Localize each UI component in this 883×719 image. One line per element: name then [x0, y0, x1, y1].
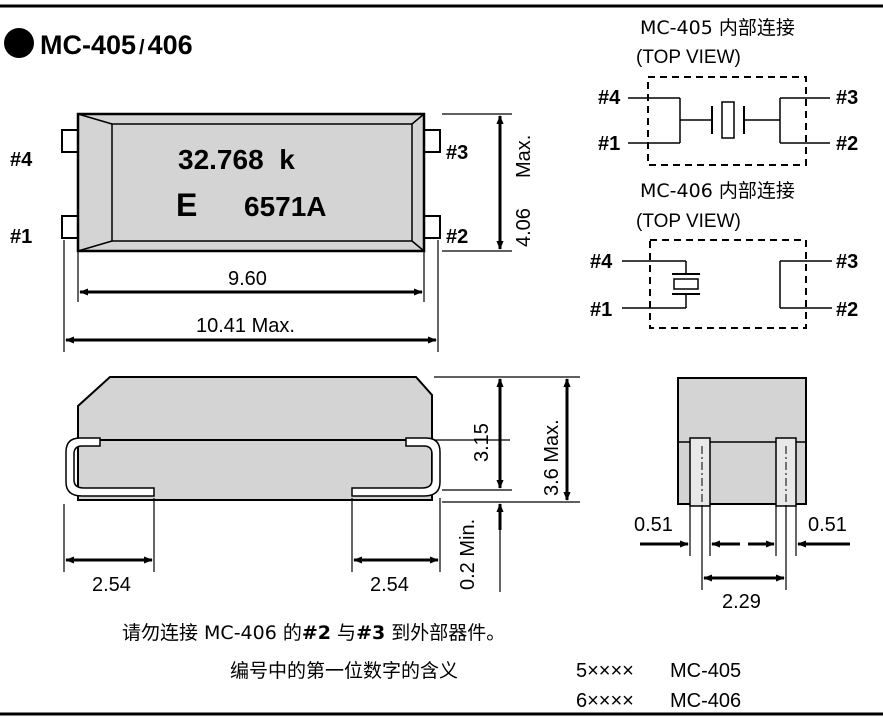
code-5-model: MC-405	[670, 660, 741, 682]
mc406-title: MC-406 内部连接	[640, 180, 795, 202]
mc405-crystal-icon	[721, 101, 735, 139]
side-right-lead	[351, 437, 441, 497]
mc405-pin-1: #1	[598, 133, 620, 155]
dim-pad-right-value: 2.54	[370, 574, 409, 596]
mc406-crystal-icon	[673, 278, 699, 290]
mc405-package-outline	[647, 76, 807, 166]
pin-4-pad	[61, 129, 80, 153]
marking-lot-code: 6571A	[244, 191, 327, 222]
mc406-package-outline	[649, 239, 807, 329]
dim-pad-left-value: 2.54	[92, 574, 131, 596]
dim-body-width-value: 9.60	[228, 268, 267, 290]
mc406-view-label: (TOP VIEW)	[636, 211, 741, 232]
mc405-view-label: (TOP VIEW)	[636, 47, 741, 68]
top-pin-label-1: #1	[10, 226, 32, 248]
mc406-pin-4: #4	[590, 251, 613, 273]
top-pin-label-4: #4	[10, 149, 33, 171]
page-title: MC-405/406	[40, 30, 193, 60]
dim-pitch-value: 2.29	[722, 591, 761, 613]
marking-frequency: 32.768 k	[178, 144, 295, 175]
side-left-lead	[65, 437, 155, 497]
mc405-pin-3: #3	[836, 87, 858, 109]
mc406-pin-1: #1	[590, 299, 612, 321]
mc406-pin-3: #3	[836, 251, 858, 273]
side-body-upper	[77, 376, 433, 441]
mc405-pin-4: #4	[598, 87, 621, 109]
dim-height-value: 4.06	[513, 208, 535, 247]
code-6-prefix: 6××××	[576, 690, 634, 712]
pin-1-pad	[61, 215, 80, 239]
mc405-connection-diagram: MC-405 内部连接 (TOP VIEW) #4 #1 #3 #2	[598, 17, 858, 166]
mc405-pin-2: #2	[836, 133, 858, 155]
end-lead-left	[689, 437, 711, 507]
dim-lead-right-value: 0.51	[808, 514, 847, 536]
dim-height-suffix: Max.	[513, 135, 535, 178]
package-inner-face	[111, 123, 413, 242]
code-6-model: MC-406	[670, 690, 741, 712]
code-5-prefix: 5××××	[576, 660, 634, 682]
dim-lead-left-value: 0.51	[634, 514, 673, 536]
dim-overall-width-value: 10.41 Max.	[196, 315, 295, 337]
pin-2-pad	[422, 215, 441, 239]
mc406-pin-2: #2	[836, 299, 858, 321]
top-view: 32.768 k E 6571A #4 #1 #3 #2 4.06 Max. 9…	[10, 112, 535, 352]
mc406-connection-diagram: MC-406 内部连接 (TOP VIEW) #4 #1 #3 #2	[590, 180, 858, 329]
top-pin-label-3: #3	[446, 142, 468, 164]
dim-02-value: 0.2 Min.	[457, 519, 479, 590]
pin-3-pad	[422, 129, 441, 153]
end-view: 0.51 0.51 2.29	[634, 377, 850, 613]
code-meaning-label: 编号中的第一位数字的含义	[230, 660, 458, 682]
dim-315-value: 3.15	[471, 423, 493, 462]
dim-36-value: 3.6 Max.	[541, 419, 563, 496]
title-bullet-icon	[4, 28, 34, 58]
mc405-title: MC-405 内部连接	[640, 17, 795, 39]
top-pin-label-2: #2	[446, 226, 468, 248]
marking-lot-letter: E	[176, 187, 197, 223]
warning-note: 请勿连接 MC-406 的#2 与#3 到外部器件。	[122, 622, 505, 644]
side-view: 3.15 3.6 Max. 0.2 Min. 2.54 2.54	[63, 376, 580, 596]
